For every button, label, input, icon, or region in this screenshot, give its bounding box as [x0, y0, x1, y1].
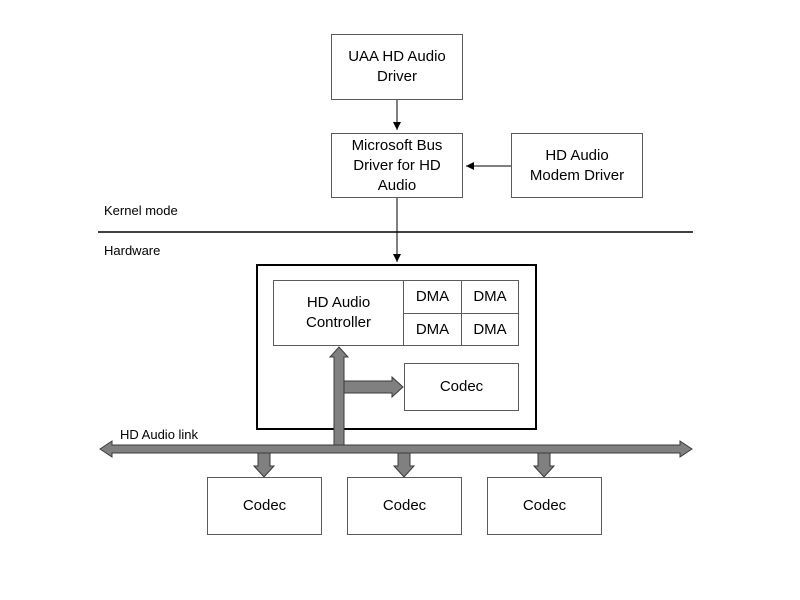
bus-driver-box: Microsoft Bus Driver for HD Audio — [331, 133, 463, 198]
kernel-mode-label: Kernel mode — [104, 203, 178, 218]
hd-audio-controller-label: HD Audio Controller — [305, 294, 372, 331]
modem-driver-box: HD Audio Modem Driver — [511, 133, 643, 198]
to-codec-1-arrow — [252, 452, 276, 478]
external-codec-label: Codec — [522, 497, 567, 514]
dma-cell: DMA — [403, 280, 462, 314]
hd-audio-link-label: HD Audio link — [120, 427, 199, 442]
bus-driver-label: Microsoft Bus Driver for HD Audio — [351, 136, 443, 194]
to-codec-3-arrow — [532, 452, 556, 478]
external-codec-label: Codec — [242, 497, 287, 514]
hardware-label: Hardware — [104, 243, 161, 258]
dma-label: DMA — [415, 320, 450, 338]
external-codec-box: Codec — [347, 477, 462, 535]
external-codec-label: Codec — [382, 497, 427, 514]
modem-driver-label: HD Audio Modem Driver — [529, 146, 625, 184]
external-codec-box: Codec — [207, 477, 322, 535]
to-codec-2-arrow — [392, 452, 416, 478]
bus-to-controller-arrow — [328, 346, 350, 446]
to-internal-codec-arrow — [343, 375, 404, 399]
dma-cell: DMA — [461, 280, 519, 314]
dma-cell: DMA — [461, 313, 519, 346]
dma-cell: DMA — [403, 313, 462, 346]
internal-codec-label: Codec — [439, 378, 484, 395]
dma-label: DMA — [415, 288, 450, 305]
hardware-frame — [256, 264, 537, 430]
hd-audio-link-bus — [99, 440, 693, 458]
hd-audio-controller-box: HD Audio Controller — [273, 280, 404, 346]
internal-codec-box: Codec — [404, 363, 519, 411]
uaa-driver-box: UAA HD Audio Driver — [331, 34, 463, 100]
uaa-driver-label: UAA HD Audio Driver — [348, 48, 446, 85]
external-codec-box: Codec — [487, 477, 602, 535]
dma-label: DMA — [473, 320, 507, 338]
dma-label: DMA — [473, 288, 507, 305]
